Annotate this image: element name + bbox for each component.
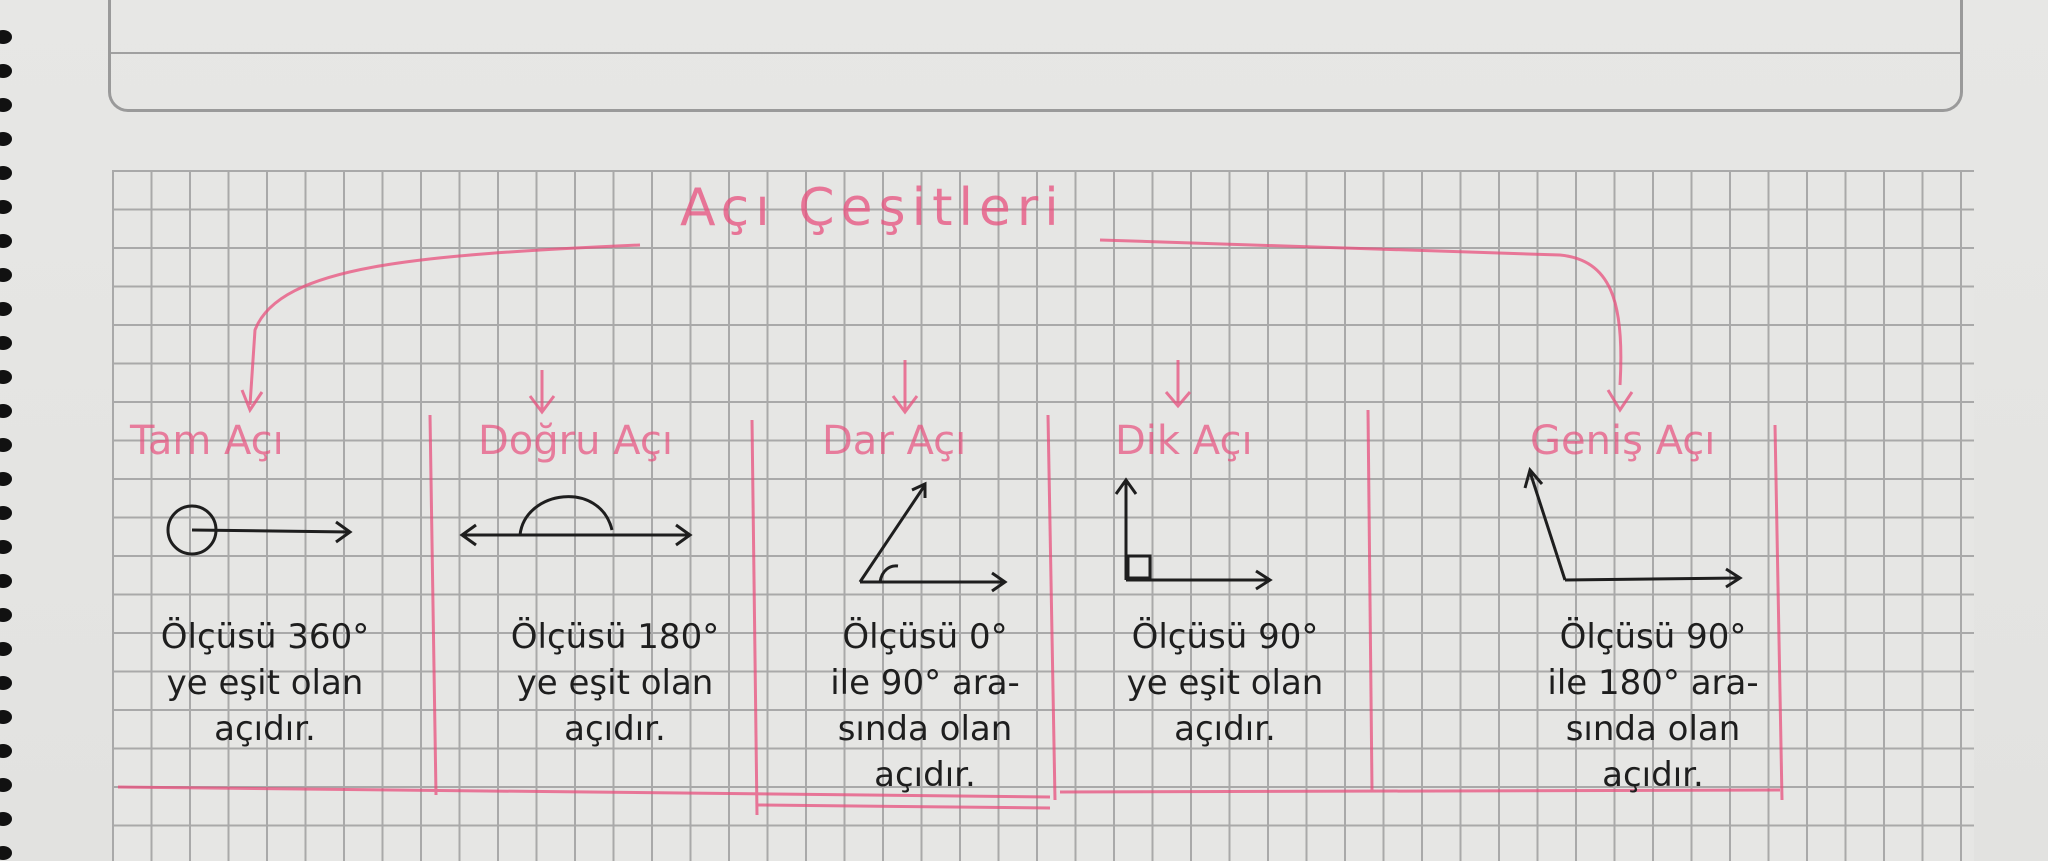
connector-left <box>248 243 641 406</box>
binding-hole <box>0 846 12 860</box>
binding-hole <box>0 778 12 792</box>
desc-line: Ölçüsü 90° <box>1131 617 1319 657</box>
desc-line: sında olan <box>837 709 1013 749</box>
divider-2 <box>750 419 759 816</box>
full-angle-sketch <box>166 504 353 556</box>
label-genis-aci: Geniş Açı <box>1530 418 1716 464</box>
binding-hole <box>0 812 12 826</box>
binding-hole <box>0 30 12 44</box>
desc-line: ye eşit olan <box>166 663 364 703</box>
binding-hole <box>0 540 12 554</box>
binding-hole <box>0 574 12 588</box>
desc-line: açıdır. <box>1602 755 1704 795</box>
binding-hole <box>0 744 12 758</box>
divider-4 <box>1366 409 1374 791</box>
desc-line: Ölçüsü 180° <box>510 617 720 657</box>
desc-line: açıdır. <box>564 709 666 749</box>
right-angle-sketch <box>1114 477 1273 591</box>
desc-line: ye eşit olan <box>1126 663 1324 703</box>
desc-line: ye eşit olan <box>516 663 714 703</box>
spiral-binding <box>0 0 20 861</box>
angle-sketches <box>166 466 1743 593</box>
divider-5 <box>1773 424 1784 801</box>
arrow-dogru <box>528 370 556 415</box>
binding-hole <box>0 234 12 248</box>
binding-hole <box>0 404 12 418</box>
arrow-tam <box>240 389 264 414</box>
binding-hole <box>0 336 12 350</box>
connector-lines <box>117 238 1784 816</box>
grid-paper <box>112 170 1974 861</box>
label-dar-aci: Dar Açı <box>822 418 967 464</box>
desc-line: Ölçüsü 90° <box>1559 617 1747 657</box>
straight-angle-sketch <box>459 495 693 547</box>
binding-hole <box>0 132 12 146</box>
label-dogru-aci: Doğru Açı <box>478 418 673 464</box>
arrow-genis <box>1606 389 1634 413</box>
obtuse-angle-sketch <box>1523 466 1743 589</box>
label-dik-aci: Dik Açı <box>1115 418 1253 464</box>
binding-hole <box>0 302 12 316</box>
desc-line: Ölçüsü 0° <box>842 617 1008 657</box>
desc-line: ile 180° ara- <box>1547 663 1759 703</box>
header-rule <box>111 52 1960 54</box>
bottom-rule-mid <box>756 803 1051 810</box>
desc-genis-aci: Ölçüsü 90° ile 180° ara- sında olan açıd… <box>1508 614 1798 798</box>
binding-hole <box>0 472 12 486</box>
desc-dik-aci: Ölçüsü 90° ye eşit olan açıdır. <box>1100 614 1350 752</box>
binding-hole <box>0 98 12 112</box>
binding-hole <box>0 608 12 622</box>
divider-1 <box>428 414 438 796</box>
binding-hole <box>0 642 12 656</box>
page-title: Açı Çeşitleri <box>680 178 1065 238</box>
bottom-rule-left <box>117 785 1051 799</box>
desc-dogru-aci: Ölçüsü 180° ye eşit olan açıdır. <box>470 614 760 752</box>
desc-dar-aci: Ölçüsü 0° ile 90° ara- sında olan açıdır… <box>800 614 1050 798</box>
bottom-rule-right <box>1059 788 1781 794</box>
header-box <box>108 0 1963 112</box>
acute-angle-sketch <box>858 481 1008 593</box>
binding-hole <box>0 710 12 724</box>
binding-hole <box>0 438 12 452</box>
binding-hole <box>0 166 12 180</box>
desc-line: açıdır. <box>874 755 976 795</box>
connector-right <box>1099 238 1623 386</box>
desc-line: açıdır. <box>214 709 316 749</box>
binding-hole <box>0 676 12 690</box>
binding-hole <box>0 64 12 78</box>
desc-line: açıdır. <box>1174 709 1276 749</box>
binding-hole <box>0 200 12 214</box>
binding-hole <box>0 268 12 282</box>
desc-line: ile 90° ara- <box>830 663 1020 703</box>
label-tam-aci: Tam Açı <box>130 418 284 464</box>
desc-tam-aci: Ölçüsü 360° ye eşit olan açıdır. <box>130 614 400 752</box>
arrow-dar <box>891 360 919 415</box>
binding-hole <box>0 370 12 384</box>
binding-hole <box>0 506 12 520</box>
divider-3 <box>1046 414 1057 801</box>
desc-line: sında olan <box>1565 709 1741 749</box>
desc-line: Ölçüsü 360° <box>160 617 370 657</box>
arrow-dik <box>1164 360 1192 409</box>
